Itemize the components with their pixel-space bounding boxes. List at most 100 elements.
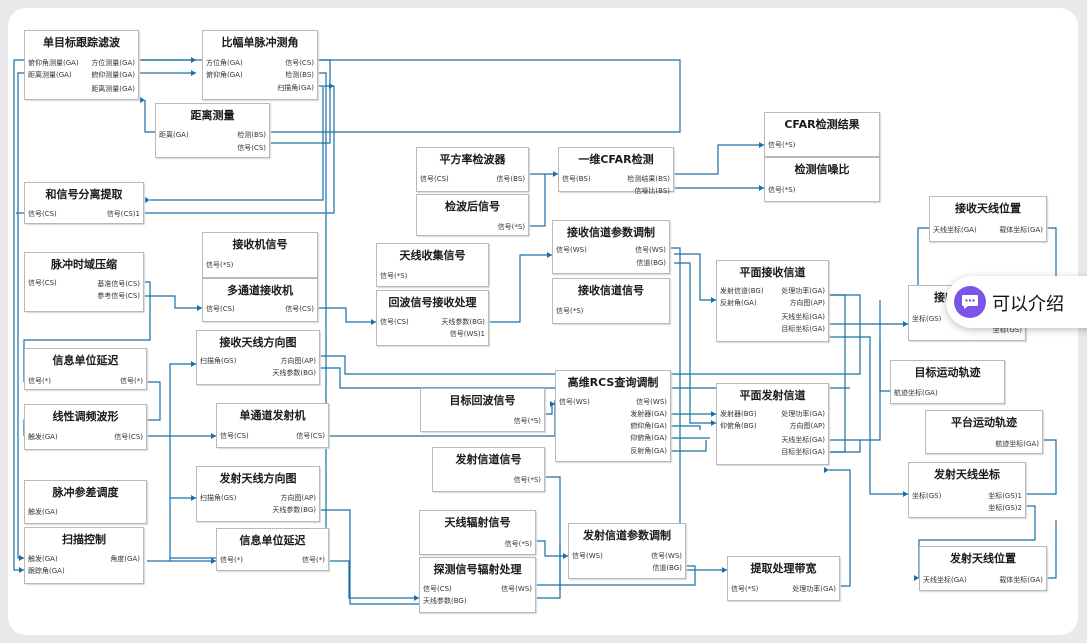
block-port-label: 信号(*) (28, 377, 51, 385)
diagram-block[interactable]: 平面接收信道发射信道(BG)处理功率(GA)反射角(GA)方向图(AP)天线坐标… (716, 260, 829, 342)
diagram-block[interactable]: 信息单位延迟信号(*) 信号(*) (24, 348, 147, 390)
block-port-label: 触发(GA) (28, 433, 58, 441)
block-title: 天线辐射信号 (444, 516, 511, 529)
diagram-block[interactable]: 比幅单脉冲测角方位角(GA)信号(CS)俯仰角(GA)检测(BS)扫描角(GA) (202, 30, 318, 100)
diagram-block[interactable]: 平面发射信道发射器(BG)处理功率(GA)仰俯角(BG)方向图(AP)天线坐标(… (716, 383, 829, 465)
block-port-label: 检测(BS) (285, 71, 314, 79)
diagram-block[interactable]: 检波后信号信号(*S) (416, 194, 529, 236)
diagram-block[interactable]: 接收天线位置天线坐标(GA)载体坐标(GA) (929, 196, 1047, 242)
block-port-label: 处理功率(GA) (792, 585, 836, 593)
block-port-label: 方向图(AP) (280, 357, 316, 365)
diagram-block[interactable]: 信息单位延迟信号(*)信号(*) (216, 528, 329, 571)
block-port-label: 信号(CS) (28, 210, 57, 218)
block-port-label: 信号(*S) (206, 261, 234, 269)
block-port-label: 扫描角(GA) (277, 84, 314, 92)
diagram-block[interactable]: 目标回波信号信号(*S) (420, 388, 545, 432)
diagram-block[interactable]: 单通道发射机信号(CS)信号(CS) (216, 403, 329, 448)
block-title: 信息单位延迟 (52, 354, 119, 367)
block-title: 接收天线位置 (955, 202, 1021, 215)
block-title: 平面发射信道 (739, 389, 806, 402)
block-port-label: 信号(CS) (420, 175, 449, 183)
block-port-label: 信号(*) (120, 377, 143, 385)
block-title: 回波信号接收处理 (388, 296, 477, 309)
block-port-label: 信噪比(BS) (634, 187, 670, 195)
block-title: 接收天线方向图 (219, 336, 297, 349)
diagram-block[interactable]: 提取处理带宽信号(*S)处理功率(GA) (727, 556, 840, 601)
block-port-label: 信号(*S) (513, 417, 541, 425)
diagram-block[interactable]: 发射信道信号信号(*S) (432, 447, 545, 492)
diagram-block[interactable]: CFAR检测结果信号(*S) (764, 112, 880, 157)
diagram-block[interactable]: 接收信道参数调制信号(WS)信号(WS)信道(BG) (552, 220, 670, 274)
block-port-label: 天线坐标(GA) (933, 226, 977, 234)
chat-widget-label[interactable]: 可以介绍 (992, 294, 1064, 315)
diagram-block[interactable]: 扫描控制触发(GA)角度(GA)跟踪角(GA) (24, 527, 144, 584)
block-port-label: 信号(CS) (28, 279, 57, 287)
diagram-block[interactable]: 脉冲参差调度触发(GA) (24, 480, 147, 524)
block-port-label: 天线坐标(GA) (923, 576, 967, 584)
block-port-label: 信号(*S) (497, 223, 525, 231)
chat-bubble-icon[interactable] (954, 286, 986, 318)
diagram-block[interactable]: 接收天线方向图扫描角(GS)方向图(AP)天线参数(BG) (196, 330, 320, 385)
block-port-label: 信号(*S) (504, 540, 532, 548)
block-title: CFAR检测结果 (784, 118, 860, 131)
diagram-block[interactable]: 接收机信号信号(*S) (202, 232, 318, 278)
block-port-label: 坐标(GS) (912, 492, 942, 500)
block-title: 发射天线坐标 (934, 468, 1000, 481)
block-port-label: 信号(WS) (559, 398, 590, 406)
diagram-block[interactable]: 平方率检波器信号(CS)信号(BS) (416, 147, 529, 192)
block-port-label: 扫描角(GS) (200, 494, 237, 502)
block-port-label: 发射器(BG) (720, 410, 757, 418)
diagram-block[interactable]: 检测信噪比信号(*S) (764, 157, 880, 202)
block-port-label: 方位角(GA) (206, 59, 243, 67)
block-title: 一维CFAR检测 (578, 153, 654, 166)
block-title: 平台运动轨迹 (951, 416, 1017, 429)
block-port-label: 扫描角(GS) (200, 357, 237, 365)
diagram-block[interactable]: 回波信号接收处理信号(CS) 天线参数(BG) 信号(WS)1 (376, 290, 489, 346)
diagram-block[interactable]: 单目标跟踪滤波俯仰角测量(GA)方位测量(GA)距离测量(GA)俯仰测量(GA)… (24, 30, 139, 100)
block-title: 接收信道参数调制 (567, 226, 655, 239)
block-title: 脉冲时域压缩 (51, 258, 117, 271)
diagram-block[interactable]: 和信号分离提取信号(CS)信号(CS)1 (24, 182, 144, 224)
diagram-block[interactable]: 天线辐射信号信号(*S) (419, 510, 536, 555)
block-title: 发射天线位置 (950, 552, 1016, 565)
block-title: 信息单位延迟 (239, 534, 306, 547)
block-port-label: 信号(WS)1 (449, 330, 485, 338)
block-port-label: 信号(CS) (380, 318, 409, 326)
diagram-block[interactable]: 多通道接收机信号(CS)信号(CS) (202, 278, 318, 322)
diagram-block[interactable]: 目标运动轨迹航迹坐标(GA) (890, 360, 1005, 404)
block-port-label: 方向图(AP) (280, 494, 316, 502)
block-port-label: 信号(CS) (206, 305, 235, 313)
diagram-block[interactable]: 线性调频波形触发(GA)信号(CS) (24, 404, 147, 450)
diagram-block[interactable]: 一维CFAR检测信号(BS)检测结果(BS)信噪比(BS) (558, 147, 674, 195)
block-port-label: 信号(*S) (380, 272, 408, 280)
block-port-label: 信号(*) (302, 556, 325, 564)
block-port-label: 信号(CS) (285, 305, 314, 313)
block-port-label: 信号(WS) (501, 585, 532, 593)
block-port-label: 目标坐标(GA) (781, 448, 825, 456)
block-port-label: 信号(CS) (296, 432, 325, 440)
block-port-label: 信号(*S) (513, 476, 541, 484)
chat-widget[interactable]: 可以介绍 (946, 276, 1087, 328)
block-port-label: 反射角(GA) (720, 299, 757, 307)
diagram-block[interactable]: 脉冲时域压缩信号(CS)基准信号(CS)参考信号(CS) (24, 252, 144, 312)
block-title: 检测信噪比 (794, 163, 850, 176)
block-port-label: 俯仰角测量(GA) (28, 59, 79, 67)
diagram-block[interactable]: 距离测量距离(GA)检测(BS)信号(CS) (155, 103, 270, 158)
block-port-label: 天线参数(BG) (441, 318, 485, 326)
block-port-label: 触发(GA) (28, 555, 58, 563)
diagram-block[interactable]: 天线收集信号信号(*S) (376, 243, 489, 287)
block-port-label: 天线坐标(GA) (781, 313, 825, 321)
diagram-block[interactable]: 探测信号辐射处理信号(CS)信号(WS)天线参数(BG) (419, 557, 536, 613)
diagram-block[interactable]: 高维RCS查询调制信号(WS)信号(WS)发射器(GA)俯仰角(GA)仰俯角(G… (555, 370, 671, 462)
diagram-block[interactable]: 发射天线方向图扫描角(GS)方向图(AP)天线参数(BG) (196, 466, 320, 522)
diagram-block[interactable]: 接收信道信号信号(*S) (552, 278, 670, 324)
block-port-label: 检测结果(BS) (627, 175, 670, 183)
block-port-label: 信号(CS) (237, 144, 266, 152)
block-port-label: 检测(BS) (237, 131, 266, 139)
block-port-label: 信号(BS) (496, 175, 525, 183)
diagram-block[interactable]: 平台运动轨迹航迹坐标(GA) (925, 410, 1043, 454)
block-port-label: 发射器(GA) (630, 410, 667, 418)
diagram-block[interactable]: 发射信道参数调制信号(WS)信号(WS)信道(BG) (568, 523, 686, 579)
diagram-block[interactable]: 发射天线位置天线坐标(GA)载体坐标(GA) (919, 546, 1047, 591)
